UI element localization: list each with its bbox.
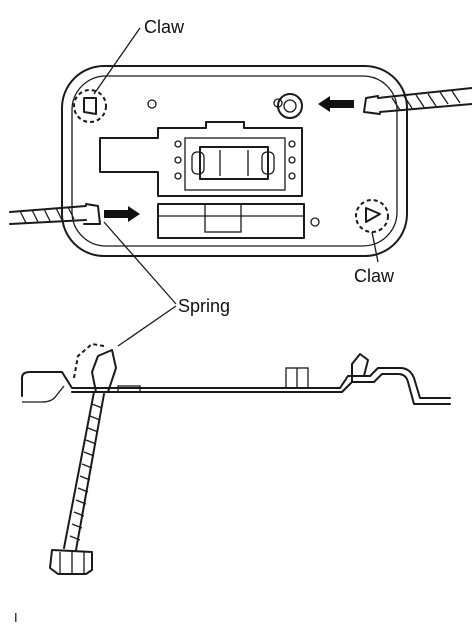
screwdriver-left-tape	[19, 206, 75, 224]
housing-dot	[288, 172, 296, 180]
leader-spring-top	[103, 221, 177, 305]
cover-side-view	[21, 342, 451, 575]
claw-top-left-tab	[83, 97, 97, 115]
housing-dot	[174, 140, 182, 148]
leader-lines	[93, 27, 379, 347]
screwdriver-down-tape	[69, 403, 103, 541]
leader-claw-bottom	[371, 231, 379, 263]
claw-top-left	[73, 89, 107, 123]
switch-housing	[99, 121, 303, 197]
switch-knob-right	[261, 151, 275, 175]
screwdriver-left-tip	[83, 203, 101, 225]
corner-mark: I	[14, 610, 18, 625]
contact-slot	[117, 385, 141, 393]
left-hook-dashed	[73, 342, 105, 379]
lid-profile-outer	[21, 367, 451, 399]
label-claw-bottom: Claw	[354, 266, 395, 286]
housing-dot	[174, 172, 182, 180]
plate-inner-edge	[71, 75, 398, 247]
plate-outer-edge	[61, 65, 408, 257]
screwdriver-right-shaft	[377, 87, 472, 113]
screwdriver-left-shaft	[9, 205, 87, 225]
claw-bottom-right	[355, 199, 389, 233]
left-hook	[91, 349, 117, 393]
switch-inner-frame	[184, 137, 286, 191]
housing-dot	[288, 156, 296, 164]
housing-dot	[174, 156, 182, 164]
cover-plate-top-view	[9, 65, 472, 257]
boss-inner	[283, 99, 297, 113]
right-hook	[351, 353, 369, 383]
screwdriver-handle	[49, 549, 93, 575]
switch-knob-left	[191, 151, 205, 175]
screwdriver-right-tip	[363, 95, 381, 115]
housing-dot	[288, 140, 296, 148]
screw-hole	[310, 217, 320, 227]
screwdriver-down-shaft	[63, 391, 105, 551]
lid-profile-inner	[22, 385, 65, 403]
arrow-right-icon	[104, 206, 140, 222]
arrow-left-icon	[318, 96, 354, 112]
screwdriver-right-tape	[391, 90, 461, 111]
lower-slot-tab	[204, 203, 242, 233]
leader-spring-bottom	[117, 305, 177, 347]
boss-outer	[277, 93, 303, 119]
screw-hole	[147, 99, 157, 109]
leader-claw-top	[93, 27, 141, 95]
switch-body	[199, 146, 269, 180]
claw-bottom-right-tab	[365, 207, 381, 223]
label-claw-top: Claw	[144, 17, 185, 37]
label-spring: Spring	[178, 296, 230, 316]
lower-slot	[157, 203, 305, 239]
